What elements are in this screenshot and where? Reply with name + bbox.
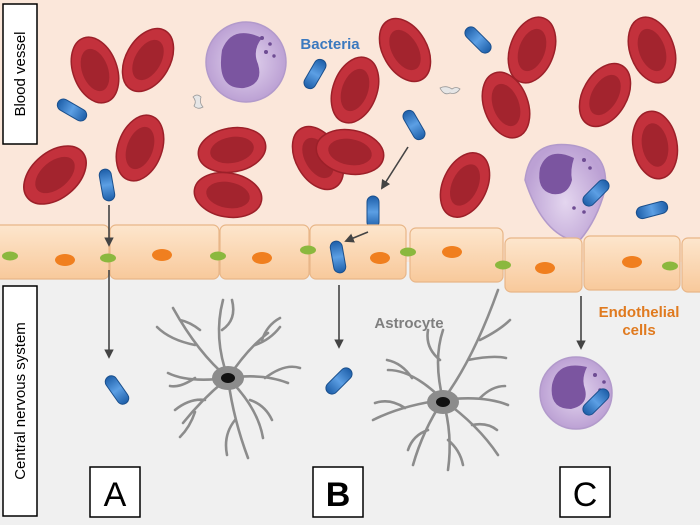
- cns-label-box: Central nervous system: [2, 285, 38, 517]
- arrow-b-middle: [344, 231, 369, 243]
- panel-c-letter: C: [573, 476, 598, 514]
- tight-junction: [2, 251, 18, 261]
- endothelial-cell: [309, 224, 407, 280]
- astrocyte-label: Astrocyte: [374, 315, 443, 332]
- panel-a-letter: A: [104, 476, 127, 514]
- arrow-b-upper: [380, 146, 409, 190]
- panel-c-box: C: [559, 466, 611, 518]
- blood-vessel-label-box: Blood vessel: [2, 3, 38, 145]
- leukocyte-in-cns: [539, 356, 613, 430]
- panel-a-box: A: [89, 466, 141, 518]
- endothelial-cell: [0, 224, 110, 280]
- platelet: [439, 86, 461, 95]
- endothelial-cell: [681, 237, 700, 293]
- endothelial-cell: [219, 224, 310, 280]
- bacteria-label: Bacteria: [300, 36, 360, 53]
- astrocyte-left: [155, 298, 302, 460]
- platelet: [192, 94, 204, 109]
- endothelial-label-line2: cells: [622, 322, 655, 339]
- leukocyte: [205, 21, 287, 103]
- panel-b-box: B: [312, 466, 364, 518]
- cell-nucleus: [55, 254, 75, 266]
- arrows: [104, 146, 586, 359]
- endothelial-label-line1: Endothelial: [599, 304, 680, 321]
- astrocyte-right: [371, 288, 512, 472]
- cns-label: Central nervous system: [12, 322, 29, 480]
- panel-b-letter: B: [326, 476, 351, 514]
- bacterium: [366, 195, 380, 229]
- blood-vessel-label: Blood vessel: [12, 31, 29, 116]
